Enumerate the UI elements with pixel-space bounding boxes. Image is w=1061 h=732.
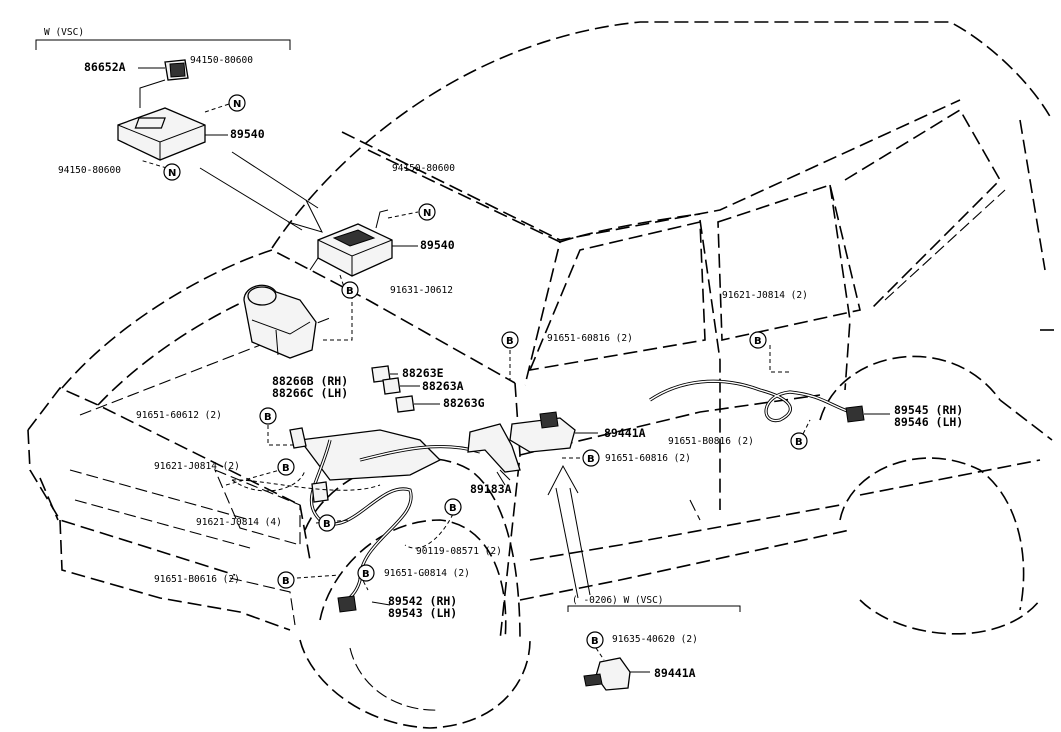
n-bolt-symbol: N: [163, 163, 181, 181]
skid-control-ecu-inset: [117, 59, 233, 173]
part-label-91635: 91635-40620 (2): [612, 634, 698, 645]
part-label-91621-front4: 91621-J0814 (4): [196, 517, 282, 528]
part-label-89441A-main: 89441A: [604, 426, 646, 440]
part-label-89540-top: 89540: [230, 127, 265, 141]
b-bolt-symbol: B: [444, 498, 462, 516]
part-label-88263A: 88263A: [422, 379, 464, 393]
part-label-94150-top: 94150-80600: [190, 55, 253, 66]
part-label-91651-60816-low: 91651-60816 (2): [605, 453, 691, 464]
svg-text:B: B: [264, 412, 272, 423]
vehicle-outline: [27, 21, 1058, 729]
part-label-89183A: 89183A: [470, 482, 512, 496]
part-label-94150-mid: 94150-80600: [392, 163, 455, 174]
inset-vsc-frame: [35, 39, 291, 50]
part-label-91651-G0814: 91651-G0814 (2): [384, 568, 470, 579]
b-bolt-symbol: B: [790, 432, 808, 450]
svg-text:B: B: [282, 576, 290, 587]
part-label-89542: 89542 (RH): [388, 594, 458, 608]
part-label-89441A-inset: 89441A: [654, 666, 696, 680]
yaw-sensor-inset: [583, 647, 650, 691]
svg-text:N: N: [168, 168, 176, 179]
brake-actuator: [243, 284, 353, 359]
svg-text:N: N: [233, 99, 241, 110]
b-bolt-symbol: B: [318, 514, 336, 532]
part-label-91651-60816-top: 91651-60816 (2): [547, 333, 633, 344]
n-bolt-symbol: N: [228, 94, 246, 112]
relay-group: [371, 365, 440, 413]
inset-bottom-header: ( -0206) W (VSC): [572, 595, 664, 606]
part-label-91651-60612: 91651-60612 (2): [136, 410, 222, 421]
svg-text:B: B: [587, 454, 595, 465]
part-label-91621-rear: 91621-J0814 (2): [722, 290, 808, 301]
svg-text:B: B: [346, 286, 354, 297]
front-speed-sensor-harness: [289, 427, 481, 613]
svg-text:B: B: [282, 463, 290, 474]
bolt-symbols: N N N B B B B B B B B B B B B: [163, 94, 808, 649]
b-bolt-symbol: B: [586, 631, 604, 649]
svg-text:B: B: [323, 519, 331, 530]
part-label-91651-B0816-rear: 91651-B0816 (2): [668, 436, 754, 447]
b-bolt-symbol: B: [582, 449, 600, 467]
part-label-91651-B0616: 91651-B0616 (2): [154, 574, 240, 585]
part-label-91631: 91631-J0612: [390, 285, 453, 296]
svg-text:B: B: [506, 336, 514, 347]
part-label-91621-front2: 91621-J0814 (2): [154, 461, 240, 472]
part-label-88263G: 88263G: [443, 396, 485, 410]
b-bolt-symbol: B: [501, 331, 519, 349]
svg-text:B: B: [591, 636, 599, 647]
part-label-89543: 89543 (LH): [388, 606, 458, 620]
svg-text:B: B: [449, 503, 457, 514]
svg-text:B: B: [754, 336, 762, 347]
part-label-89545: 89545 (RH): [894, 403, 964, 417]
callout-arrows: [199, 151, 591, 599]
part-label-89540-mid: 89540: [420, 238, 455, 252]
svg-text:N: N: [423, 208, 431, 219]
rear-speed-sensor-harness: [649, 345, 890, 423]
inset-bottom-frame: [567, 605, 741, 612]
yaw-rate-sensor: [467, 411, 598, 481]
part-label-94150-left: 94150-80600: [58, 165, 121, 176]
b-bolt-symbol: B: [259, 407, 277, 425]
part-label-88263E: 88263E: [402, 366, 444, 380]
b-bolt-symbol: B: [277, 458, 295, 476]
part-label-86652A: 86652A: [84, 60, 126, 74]
b-bolt-symbol: B: [749, 331, 767, 349]
part-label-89546: 89546 (LH): [894, 415, 964, 429]
b-bolt-symbol: B: [357, 564, 375, 582]
b-bolt-symbol: B: [341, 281, 359, 299]
svg-text:B: B: [795, 437, 803, 448]
part-label-90119: 90119-08571 (2): [416, 546, 502, 557]
skid-control-ecu: [309, 209, 419, 291]
inset-vsc-header: W (VSC): [44, 27, 85, 38]
n-bolt-symbol: N: [418, 203, 436, 221]
part-label-88266C: 88266C (LH): [272, 386, 349, 400]
part-label-88266B: 88266B (RH): [272, 374, 349, 388]
b-bolt-symbol: B: [277, 571, 295, 589]
svg-text:B: B: [362, 569, 370, 580]
